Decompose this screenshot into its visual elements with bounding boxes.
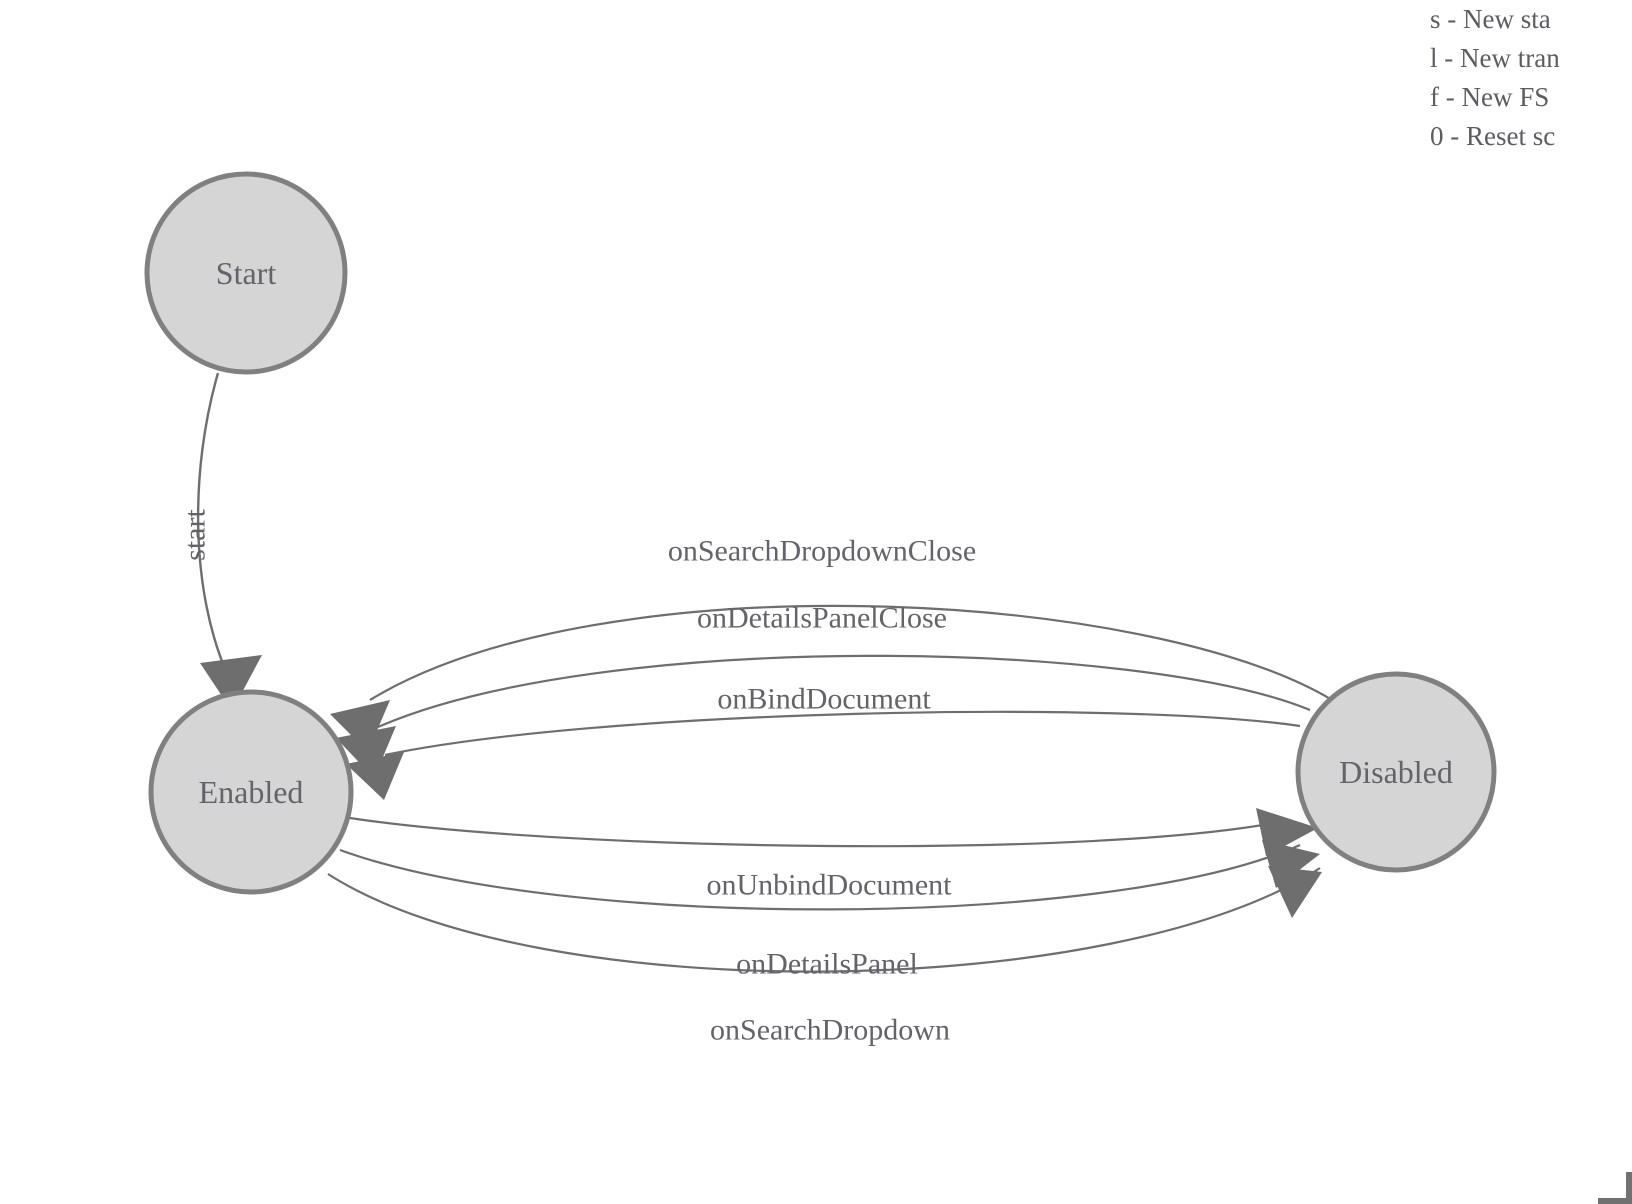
- legend-line-new-transition: l - New tran: [1430, 43, 1560, 73]
- edge-label-ondetailspanel: onDetailsPanel: [736, 948, 918, 981]
- arrowhead-onsearchdropdownclose: [330, 700, 390, 752]
- edge-label-start: start: [179, 509, 212, 561]
- edge-label-onsearchdropdown: onSearchDropdown: [710, 1014, 950, 1047]
- edge-label-onunbinddocument: onUnbindDocument: [707, 869, 953, 902]
- node-enabled-label: Enabled: [199, 774, 304, 810]
- legend-line-new-fsm: f - New FS: [1430, 82, 1550, 112]
- edge-path-onunbinddocument: [349, 816, 1291, 848]
- arrowhead-onsearchdropdown: [1268, 866, 1322, 918]
- edge-disabled-to-enabled-onbinddocument[interactable]: [346, 710, 1301, 800]
- horizontal-scrollbar-thumb[interactable]: [1598, 1198, 1626, 1204]
- node-disabled-label: Disabled: [1339, 754, 1453, 790]
- node-enabled-circle[interactable]: [148, 689, 354, 895]
- edge-start-to-enabled[interactable]: [196, 372, 262, 711]
- edge-path-onsearchdropdownclose: [369, 604, 1333, 701]
- edge-disabled-to-enabled-ondetailspanelclose[interactable]: [336, 654, 1311, 778]
- edge-disabled-to-enabled-onsearchdropdownclose[interactable]: [330, 604, 1333, 752]
- edge-label-onbinddocument: onBindDocument: [717, 683, 931, 716]
- arrowhead-ondetailspanelclose: [336, 726, 396, 778]
- arrowhead-start-enabled: [200, 655, 262, 711]
- edge-label-ondetailspanelclose: onDetailsPanelClose: [697, 602, 947, 635]
- node-disabled-circle[interactable]: [1295, 671, 1497, 873]
- edge-enabled-to-disabled-onsearchdropdown[interactable]: [327, 866, 1322, 973]
- node-start[interactable]: Start: [144, 171, 348, 375]
- edge-enabled-to-disabled-onunbinddocument[interactable]: [349, 808, 1318, 856]
- vertical-scrollbar-thumb[interactable]: [1626, 1172, 1632, 1204]
- node-start-label: Start: [216, 255, 277, 291]
- node-start-circle[interactable]: [144, 171, 348, 375]
- node-disabled[interactable]: Disabled: [1295, 671, 1497, 873]
- node-enabled[interactable]: Enabled: [148, 689, 354, 895]
- legend-line-new-state: s - New sta: [1430, 4, 1551, 34]
- edge-label-onsearchdropdownclose: onSearchDropdownClose: [668, 535, 976, 568]
- edge-path-ondetailspanel: [339, 843, 1301, 911]
- legend-line-reset: 0 - Reset sc: [1430, 121, 1556, 151]
- arrowhead-onbinddocument: [346, 752, 404, 800]
- edge-path-start-enabled: [196, 372, 230, 677]
- edge-path-onsearchdropdown: [327, 867, 1321, 973]
- edge-path-onbinddocument: [384, 710, 1301, 757]
- edge-path-ondetailspanelclose: [377, 654, 1311, 729]
- keyboard-shortcut-legend: s - New sta l - New tran f - New FS 0 - …: [1430, 0, 1632, 156]
